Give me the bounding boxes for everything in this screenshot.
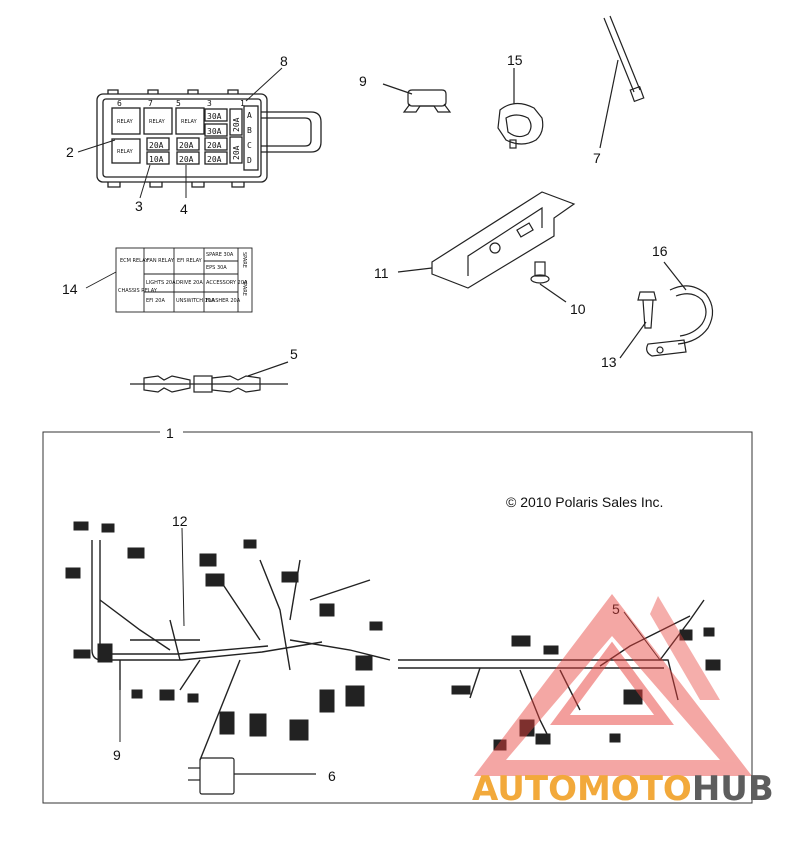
- fuse-rating: 10A: [149, 155, 164, 164]
- label-cell: SPARE 30A: [206, 252, 234, 258]
- label-cell: FAN RELAY: [147, 258, 175, 264]
- fuse-label-text: ECM RELAY FAN RELAY EFI RELAY SPARE 30A …: [118, 252, 248, 304]
- copyright-text: © 2010 Polaris Sales Inc.: [506, 494, 663, 510]
- p-clamp-part: [646, 261, 714, 357]
- callout-9: 9: [113, 747, 121, 763]
- callout-9: 9: [359, 73, 367, 89]
- callout-15: 15: [507, 52, 523, 68]
- callout-5: 5: [612, 601, 620, 617]
- label-cell: UNSWITCH 10A: [176, 298, 215, 304]
- relay-plug-part: [188, 757, 316, 795]
- label-cell: ECM RELAY: [120, 258, 149, 264]
- label-side: SPARE: [241, 280, 247, 296]
- connector-clip-part: [497, 68, 544, 149]
- bracket-part: [397, 191, 576, 289]
- row-letter: C: [247, 141, 252, 150]
- callout-11: 11: [374, 265, 389, 281]
- callout-14: 14: [62, 281, 78, 297]
- label-cell: CHASSIS RELAY: [118, 288, 158, 294]
- callout-8: 8: [280, 53, 288, 69]
- harness-frame: [42, 431, 753, 804]
- fuse-rating: 20A: [207, 155, 222, 164]
- fuse-rating: 20A: [179, 155, 194, 164]
- fuse-box-text: 6 7 5 3 1 RELAY RELAY RELAY RELAY 30A 30…: [117, 99, 252, 165]
- harness-connectors-right: [451, 627, 721, 751]
- callout-4: 4: [180, 201, 188, 217]
- label-cell: FLASHER 20A: [206, 298, 241, 304]
- side-fuse: 20A: [232, 145, 241, 160]
- push-rivet-part: [530, 261, 567, 303]
- label-cell: DRIVE 20A: [176, 280, 203, 286]
- callout-13: 13: [601, 354, 617, 370]
- label-cell: ACCESSORY 20A: [206, 280, 248, 286]
- fuse-box: [96, 89, 322, 188]
- slot-number: 7: [148, 99, 153, 108]
- row-letter: D: [247, 156, 252, 165]
- clip-part: [382, 83, 452, 113]
- watermark-logo: [474, 594, 752, 776]
- relay-label: RELAY: [117, 149, 134, 155]
- harness-leaders: [119, 527, 661, 742]
- callout-3: 3: [135, 198, 143, 214]
- relay-label: RELAY: [149, 119, 166, 125]
- callout-12: 12: [172, 513, 188, 529]
- fuse-rating: 20A: [207, 141, 222, 150]
- fuse-rating: 30A: [207, 112, 222, 121]
- callout-5: 5: [290, 346, 298, 362]
- label-side: SPARE: [241, 252, 247, 268]
- relay-label: RELAY: [117, 119, 134, 125]
- inline-fuse-holder: [130, 361, 289, 393]
- bolt-part: [619, 291, 657, 359]
- watermark-hub: HUB: [692, 769, 774, 809]
- fuse-rating: 30A: [207, 127, 222, 136]
- watermark-text: AUTOMOTOHUB: [472, 769, 774, 809]
- label-cell: EFI RELAY: [177, 258, 203, 264]
- callout-16: 16: [652, 243, 668, 259]
- fuse-rating: 20A: [179, 141, 194, 150]
- slot-number: 5: [176, 99, 181, 108]
- fuse-rating: 20A: [149, 141, 164, 150]
- slot-number: 3: [207, 99, 212, 108]
- label-cell: LIGHTS 20A: [146, 280, 176, 286]
- callouts: 8 9 15 7 2 3 4 14 11 10 16 13 5 1 12 5 9…: [62, 52, 668, 784]
- watermark-triangle-icon: [474, 594, 752, 776]
- row-letter: A: [247, 111, 252, 120]
- callout-2: 2: [66, 144, 74, 160]
- label-cell: EPS 30A: [206, 265, 227, 271]
- callout-6: 6: [328, 768, 336, 784]
- harness-connectors: [65, 521, 383, 741]
- callout-7: 7: [593, 150, 601, 166]
- fuse-label-card: [85, 247, 253, 313]
- cable-tie-part: [599, 15, 645, 149]
- main-wire-harness: [91, 540, 391, 761]
- slot-number: 6: [117, 99, 122, 108]
- slot-number: 1: [240, 99, 245, 108]
- watermark-automoto: AUTOMOTO: [472, 769, 692, 809]
- relay-label: RELAY: [181, 119, 198, 125]
- callout-1: 1: [166, 425, 174, 441]
- row-letter: B: [247, 126, 252, 135]
- leader-lines: [77, 67, 283, 199]
- side-fuse: 20A: [232, 117, 241, 132]
- callout-10: 10: [570, 301, 586, 317]
- label-cell: EFI 20A: [146, 298, 165, 304]
